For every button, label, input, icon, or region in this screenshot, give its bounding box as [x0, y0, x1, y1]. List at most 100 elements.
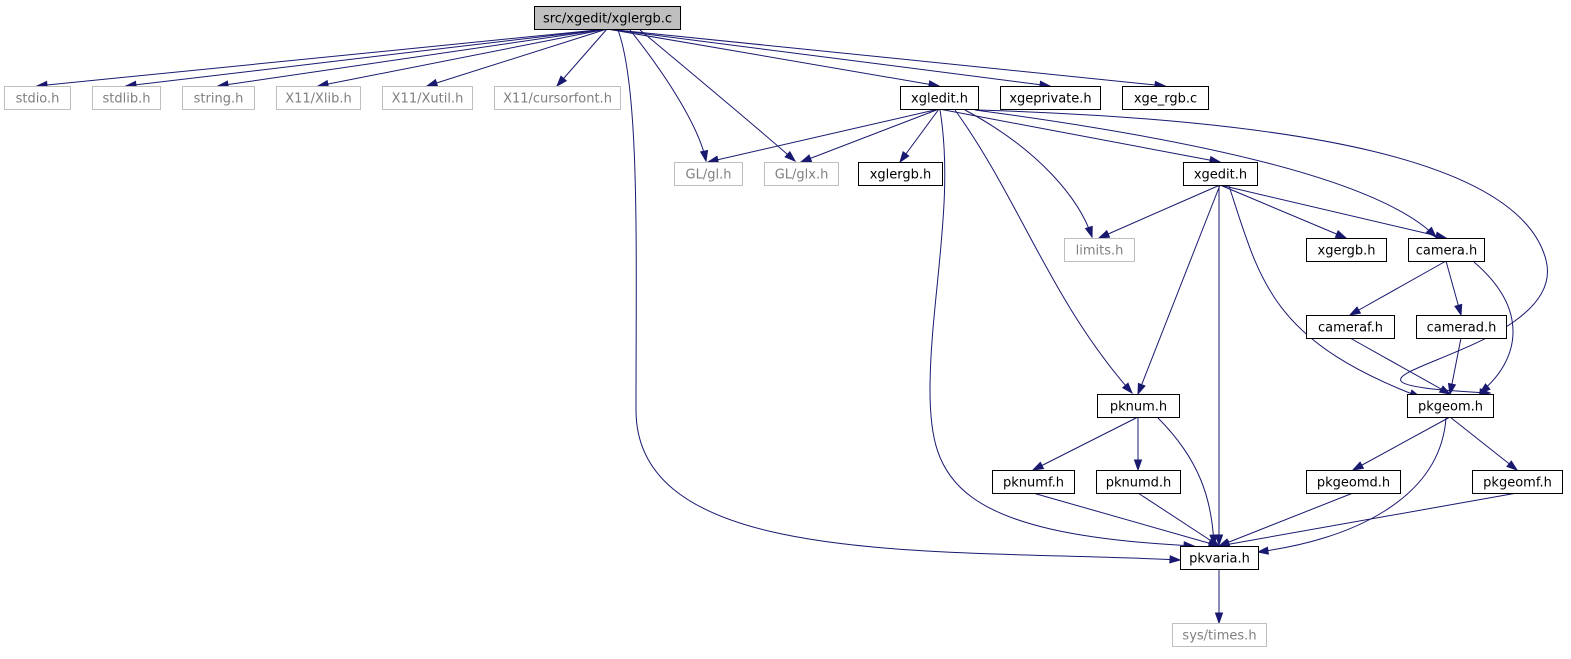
node-xgedit[interactable]: xgedit.h — [1183, 162, 1258, 186]
edge-xglergb_c-to-stdio — [35, 28, 608, 90]
edge-xgledit-to-glx — [799, 108, 940, 163]
edge-line — [899, 108, 940, 163]
node-label: camerad.h — [1427, 321, 1497, 336]
node-glx: GL/glx.h — [764, 162, 839, 186]
node-box — [382, 86, 473, 110]
node-xgledit[interactable]: xgledit.h — [900, 86, 979, 110]
edge-line — [1098, 184, 1221, 239]
node-xglergb_h[interactable]: xglergb.h — [858, 162, 943, 186]
node-pkgeomf[interactable]: pkgeomf.h — [1472, 470, 1563, 494]
edge-arrowhead — [1351, 461, 1365, 471]
node-camera[interactable]: camera.h — [1408, 238, 1485, 262]
edge-pkgeomd-to-pkvaria — [1217, 492, 1354, 547]
edge-pkgeom-to-pkgeomf — [1449, 416, 1519, 471]
node-pknumd[interactable]: pknumd.h — [1096, 470, 1181, 494]
node-xge_rgb[interactable]: xge_rgb.c — [1122, 86, 1209, 110]
node-box — [764, 162, 839, 186]
node-box — [92, 86, 161, 110]
edge-line — [707, 108, 940, 163]
node-label: X11/Xlib.h — [285, 92, 352, 107]
edge-pkgeom-to-pkgeomd — [1351, 416, 1451, 471]
edge-line — [217, 28, 608, 87]
node-box — [1000, 86, 1101, 110]
node-label: string.h — [194, 92, 244, 107]
edge-line — [974, 109, 1437, 238]
edge-line — [1257, 417, 1447, 553]
edge-pknumd-to-pkvaria — [1137, 492, 1221, 547]
node-camerad[interactable]: camerad.h — [1416, 315, 1507, 339]
edge-arrowhead — [1207, 536, 1221, 547]
edge-arrowhead — [1506, 460, 1519, 471]
node-box — [1172, 623, 1267, 647]
edge-line — [1137, 184, 1221, 395]
edge-arrowhead — [1214, 612, 1224, 625]
node-stdlib: stdlib.h — [92, 86, 161, 110]
node-limits: limits.h — [1064, 238, 1135, 262]
edge-arrowhead — [425, 78, 439, 87]
node-label: pknum.h — [1110, 400, 1167, 415]
edge-line — [1449, 416, 1518, 471]
node-gl: GL/gl.h — [674, 162, 743, 186]
edge-xgedit-to-pkvaria — [1214, 186, 1224, 547]
edge-line — [556, 28, 608, 87]
edge-arrowhead — [1031, 461, 1045, 471]
node-pknumf[interactable]: pknumf.h — [992, 470, 1075, 494]
edge-camera-to-camerad — [1445, 260, 1463, 317]
edge-line — [977, 109, 1549, 394]
node-label: pkgeom.h — [1418, 400, 1483, 415]
edge-arrowhead — [1121, 382, 1134, 395]
edge-arrowhead — [899, 151, 910, 164]
edge-line — [1219, 184, 1447, 239]
node-box — [1306, 315, 1395, 339]
nodes-layer: src/xgedit/xglergb.c stdio.h stdlib.h strin… — [4, 6, 1563, 647]
node-label: GL/glx.h — [775, 168, 829, 183]
node-pkgeom[interactable]: pkgeom.h — [1407, 394, 1494, 418]
node-label: xgledit.h — [911, 92, 968, 107]
edge-xgedit-to-xgergb — [1219, 184, 1348, 239]
node-label: X11/Xutil.h — [392, 92, 464, 107]
edge-xgledit-to-xgedit — [938, 108, 1222, 165]
node-label: stdio.h — [16, 92, 60, 107]
edge-arrowhead — [1133, 459, 1143, 472]
node-label: GL/gl.h — [686, 168, 732, 183]
node-box — [1306, 238, 1387, 262]
edge-arrowhead — [1447, 382, 1457, 396]
node-label: X11/cursorfont.h — [503, 92, 612, 107]
node-xutil: X11/Xutil.h — [382, 86, 473, 110]
node-pkgeomd[interactable]: pkgeomd.h — [1306, 470, 1401, 494]
edge-pkvaria-to-systimes — [1214, 569, 1224, 625]
edge-xglergb_c-to-xgeprivate — [606, 28, 1052, 89]
edge-arrowhead — [1097, 229, 1111, 239]
edge-xglergb_c-to-stdlib — [124, 28, 608, 89]
node-pkvaria[interactable]: pkvaria.h — [1180, 546, 1259, 570]
edge-xgedit-to-camera — [1219, 184, 1448, 240]
node-box — [1306, 470, 1401, 494]
node-label: camera.h — [1416, 244, 1477, 259]
edge-line — [1157, 417, 1215, 546]
node-label: pkgeomf.h — [1483, 476, 1552, 491]
edge-line — [125, 28, 608, 87]
node-pknum[interactable]: pknum.h — [1097, 394, 1180, 418]
node-xlib: X11/Xlib.h — [276, 86, 361, 110]
node-xglergb_c[interactable]: src/xgedit/xglergb.c — [534, 6, 681, 30]
edge-arrowhead — [556, 75, 568, 88]
edge-line — [929, 109, 1195, 547]
edge-arrowhead — [1256, 546, 1269, 555]
edge-xglergb_c-to-cursorfont — [556, 28, 608, 88]
node-box — [1064, 238, 1135, 262]
edge-arrowhead — [784, 150, 797, 163]
node-xgeprivate[interactable]: xgeprivate.h — [1000, 86, 1101, 110]
edge-xgedit-to-limits — [1097, 184, 1221, 239]
edge-arrowhead — [1334, 230, 1348, 239]
edge-line — [1032, 416, 1139, 471]
edge-line — [639, 29, 796, 162]
edge-line — [1137, 492, 1220, 547]
edge-line — [1032, 492, 1220, 547]
edge-arrowhead — [1348, 306, 1362, 316]
node-cameraf[interactable]: cameraf.h — [1306, 315, 1395, 339]
edge-line — [617, 29, 1181, 561]
edge-xgledit-to-xglergb_h — [899, 108, 940, 164]
node-xgergb[interactable]: xgergb.h — [1306, 238, 1387, 262]
edge-xgledit-to-limits — [964, 109, 1093, 239]
